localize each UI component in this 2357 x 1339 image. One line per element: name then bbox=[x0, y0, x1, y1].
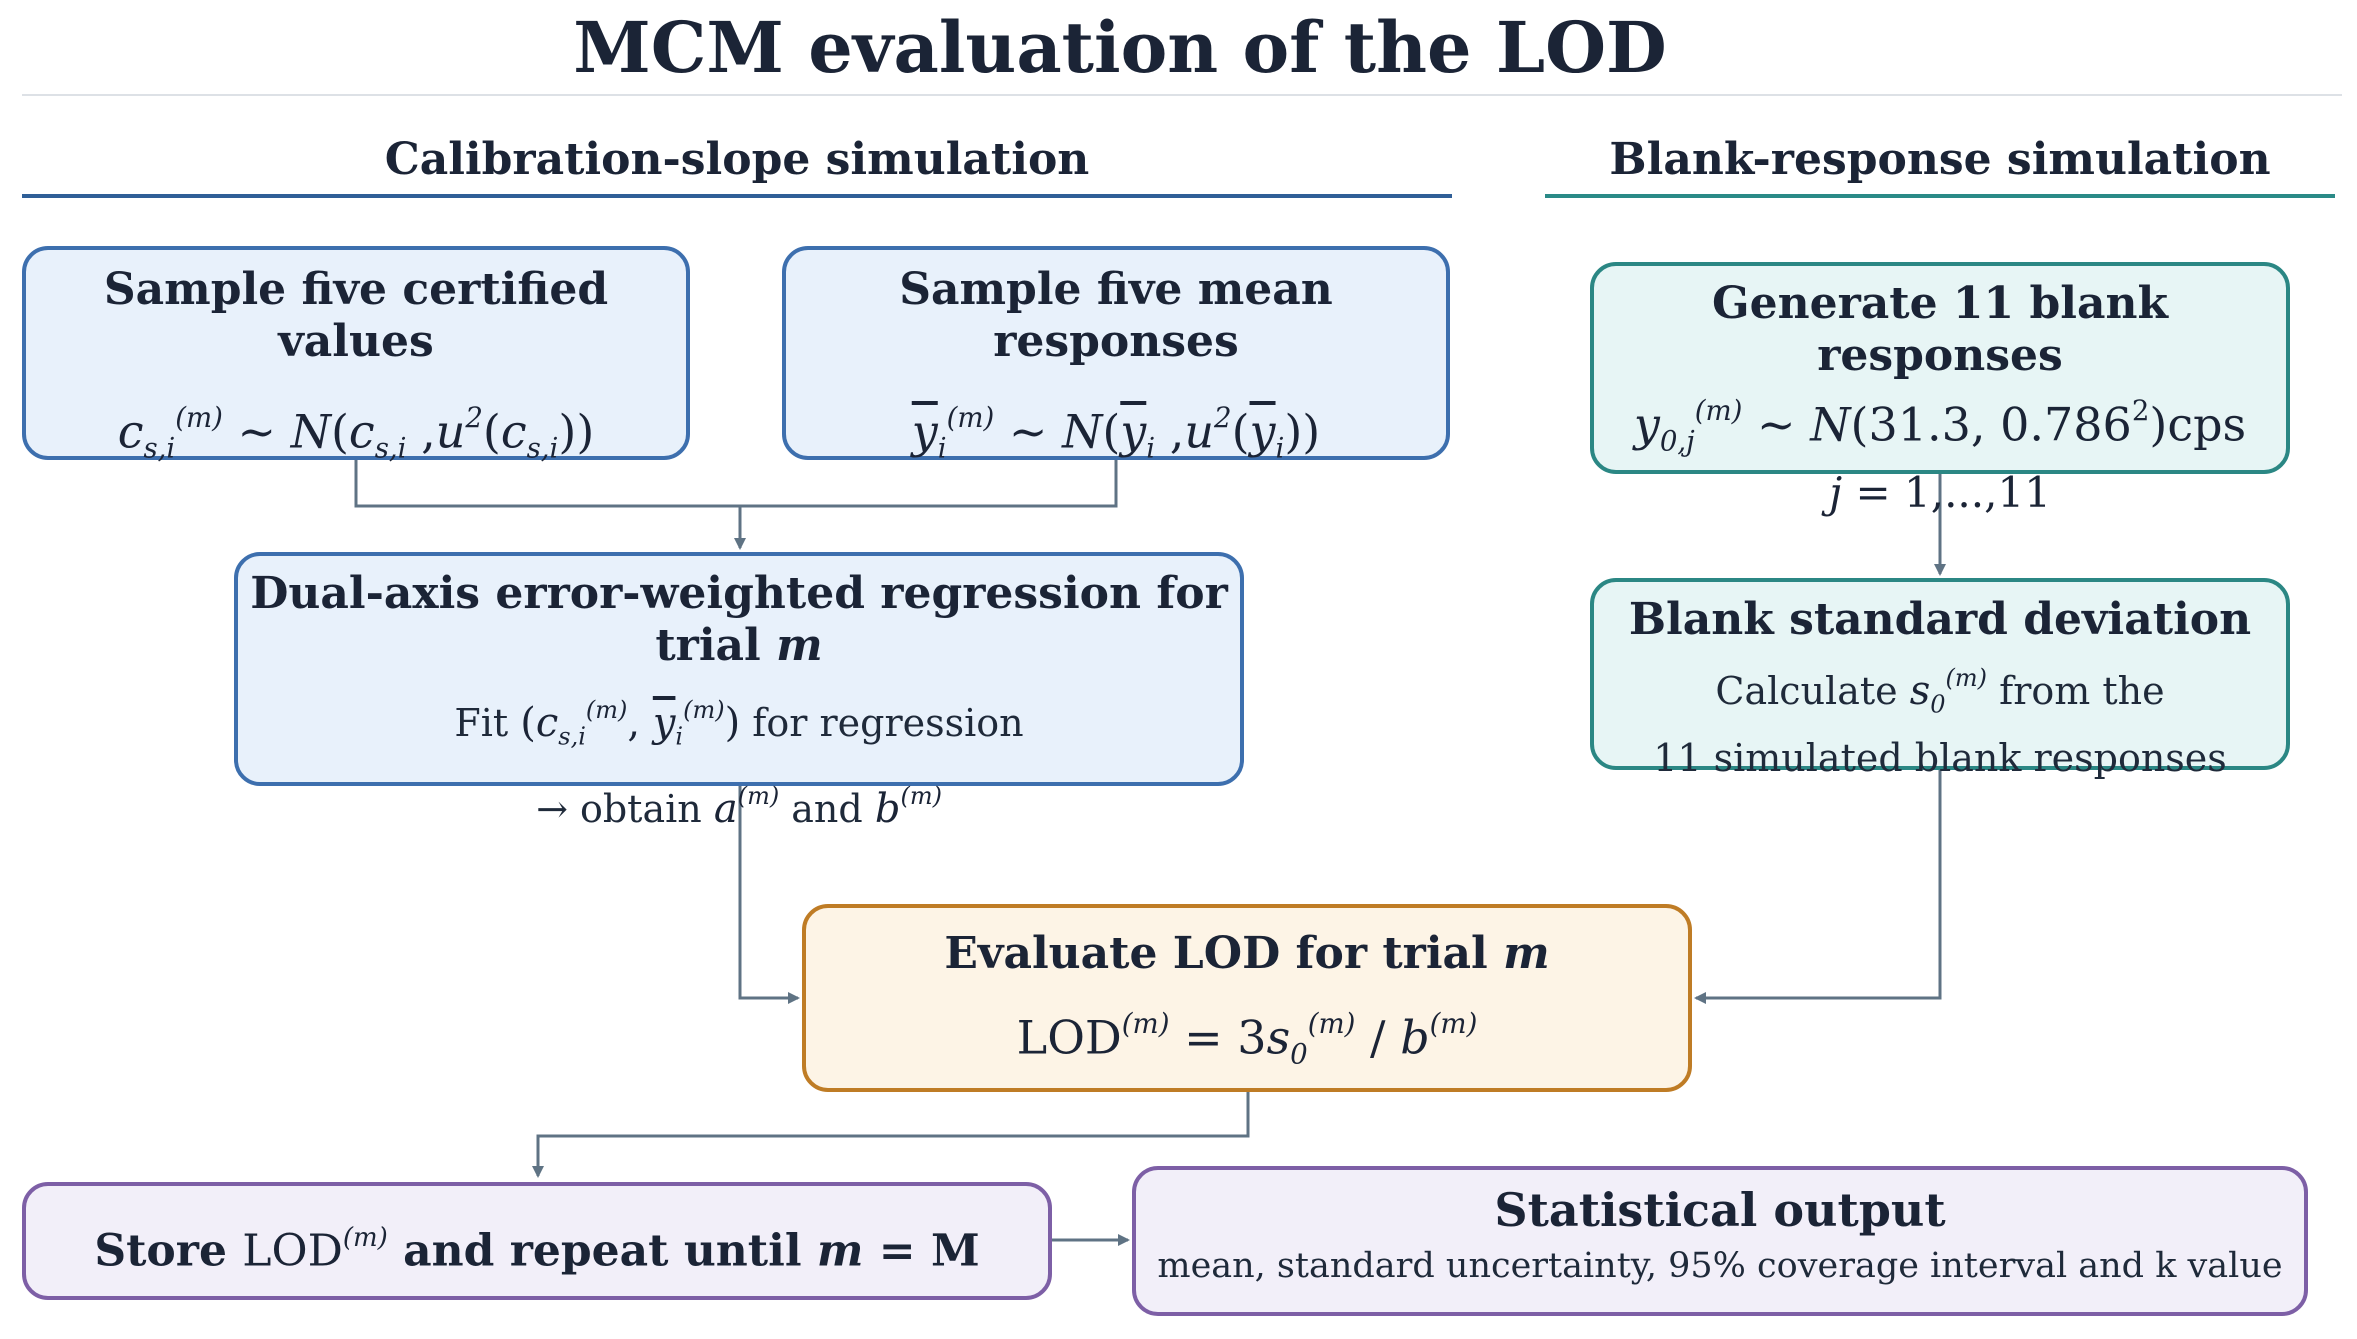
section-calibration-rule bbox=[22, 194, 1452, 198]
mean-responses-formula: yi(m) ~ N(yi ,u2(yi)) bbox=[911, 401, 1321, 465]
store-eq: = M bbox=[878, 1225, 980, 1277]
regression-fit-line: Fit (cs,i(m), yi(m)) for regression bbox=[454, 696, 1024, 751]
blank-mean-value: 31.3 bbox=[1868, 397, 1971, 452]
blank-sd-box: Blank standard deviation Calculate s0(m)… bbox=[1590, 578, 2290, 780]
connector-blank-sd-to-evaluate bbox=[1694, 770, 1942, 1004]
store-var: m bbox=[816, 1225, 864, 1277]
store-lod-symbol: LOD bbox=[242, 1225, 343, 1277]
mean-responses-heading: Sample five mean responses bbox=[899, 264, 1333, 367]
page-title: MCM evaluation of the LOD bbox=[573, 6, 1667, 89]
blank-generate-box: Generate 11 blank responses y0,j(m) ~ N(… bbox=[1590, 262, 2290, 516]
blank-sd-line2: 11 simulated blank responses bbox=[1653, 736, 2227, 781]
section-blank-rule bbox=[1545, 194, 2335, 198]
regression-obtain-prefix: → obtain bbox=[536, 787, 702, 832]
title-divider bbox=[22, 94, 2342, 96]
connector-regression-to-evaluate bbox=[738, 786, 800, 1004]
regression-fit-prefix: Fit bbox=[454, 701, 509, 745]
evaluate-lod-heading-var: m bbox=[1503, 928, 1550, 979]
statistical-output-box: Statistical output mean, standard uncert… bbox=[1132, 1166, 2308, 1316]
blank-generate-formula: y0,j(m) ~ N(31.3, 0.7862)cps bbox=[1633, 394, 2247, 458]
regression-box: Dual-axis error-weighted regression for … bbox=[234, 552, 1244, 832]
connector-evaluate-to-store bbox=[532, 1092, 1250, 1178]
evaluate-lod-coef: 3 bbox=[1237, 1010, 1267, 1065]
blank-sd-heading: Blank standard deviation bbox=[1628, 594, 2252, 645]
store-lod-box: Store LOD(m) and repeat until m = M bbox=[22, 1182, 1052, 1300]
regression-heading: Dual-axis error-weighted regression for … bbox=[238, 568, 1240, 672]
section-blank-title: Blank-response simulation bbox=[1609, 134, 2271, 185]
blank-generate-heading: Generate 11 blank responses bbox=[1712, 278, 2168, 381]
store-middle: and repeat until bbox=[403, 1225, 802, 1277]
store-lod-text: Store LOD(m) and repeat until m = M bbox=[94, 1223, 980, 1277]
blank-generate-index: j = 1,...,11 bbox=[1829, 468, 2051, 518]
blank-sd-value: 0.786 bbox=[2000, 397, 2132, 452]
evaluate-lod-heading-text: Evaluate LOD for trial bbox=[944, 928, 1504, 979]
evaluate-lod-heading: Evaluate LOD for trial m bbox=[806, 928, 1688, 980]
regression-obtain-line: → obtain a(m) and b(m) bbox=[536, 782, 942, 833]
statistical-output-heading: Statistical output bbox=[1494, 1183, 1946, 1237]
regression-heading-var: m bbox=[776, 620, 823, 671]
certified-values-box: Sample five certified values cs,i(m) ~ N… bbox=[22, 246, 690, 464]
store-prefix: Store bbox=[94, 1225, 227, 1277]
blank-sd-line1: Calculate s0(m) from the bbox=[1715, 664, 2165, 719]
statistical-output-body: mean, standard uncertainty, 95% coverage… bbox=[1157, 1246, 2283, 1286]
connector-certified-to-regression bbox=[354, 460, 746, 550]
evaluate-lod-formula: LOD(m) = 3s0(m) / b(m) bbox=[1016, 1007, 1478, 1071]
blank-index-range: 1,...,11 bbox=[1904, 468, 2051, 518]
certified-values-formula: cs,i(m) ~ N(cs,i ,u2(cs,i)) bbox=[117, 401, 595, 465]
evaluate-lod-box: Evaluate LOD for trial m LOD(m) = 3s0(m)… bbox=[802, 904, 1692, 1092]
mean-responses-box: Sample five mean responses yi(m) ~ N(yi … bbox=[782, 246, 1450, 464]
regression-obtain-and: and bbox=[791, 787, 863, 832]
connector-mean-to-regression bbox=[740, 460, 1118, 508]
blank-sd-line1-suffix: from the bbox=[1999, 669, 2165, 713]
certified-values-heading: Sample five certified values bbox=[103, 264, 609, 367]
section-calibration-title: Calibration-slope simulation bbox=[384, 134, 1090, 185]
blank-unit: cps bbox=[2167, 397, 2247, 452]
blank-sd-line1-prefix: Calculate bbox=[1715, 669, 1898, 713]
regression-heading-text: Dual-axis error-weighted regression for … bbox=[250, 568, 1228, 671]
evaluate-lod-lhs: LOD bbox=[1016, 1010, 1122, 1065]
regression-fit-suffix: for regression bbox=[752, 701, 1024, 745]
